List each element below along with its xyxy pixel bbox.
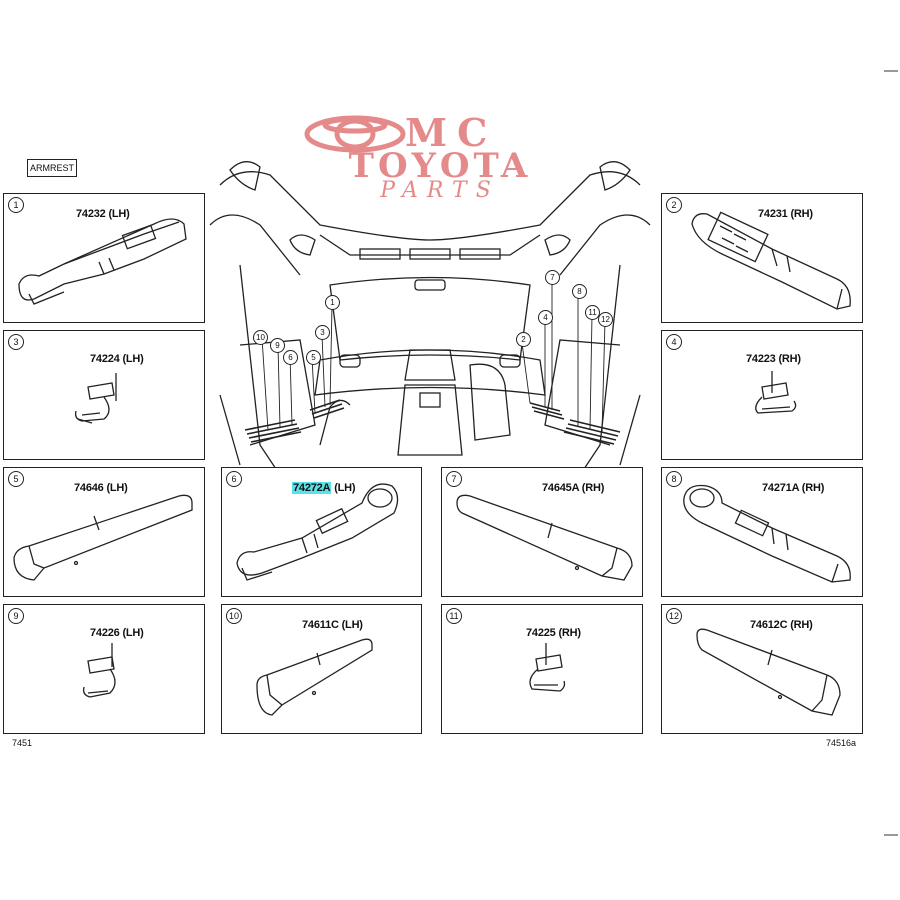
part-number: 74646 (LH) — [74, 482, 128, 494]
trim-panel-lh-icon — [13, 494, 193, 581]
callout-10: 10 — [253, 330, 268, 345]
scroll-marker-bottom — [884, 834, 898, 836]
part-number: 74272A (LH) — [292, 482, 356, 494]
panel-number: 8 — [666, 471, 682, 487]
part-number: 74223 (RH) — [746, 353, 801, 365]
trim-panel-rh-icon — [456, 494, 633, 581]
part-number: 74231 (RH) — [758, 208, 813, 220]
footer-left-code: 7451 — [12, 738, 33, 748]
wire-bracket-rear-rh-icon — [529, 643, 566, 692]
part-number: 74232 (LH) — [76, 208, 130, 220]
part-number: 74224 (LH) — [90, 353, 144, 365]
callout-5: 5 — [306, 350, 321, 365]
armrest-lh-icon — [18, 218, 187, 305]
scroll-marker-top — [884, 70, 898, 72]
panel-5[interactable]: 5 74646 (LH) — [3, 467, 205, 597]
trim-panel-rear-lh-icon — [256, 638, 373, 716]
watermark-sub: PARTS — [380, 178, 500, 203]
part-number: 74226 (LH) — [90, 627, 144, 639]
panel-number: 12 — [666, 608, 682, 624]
panel-number: 5 — [8, 471, 24, 487]
panel-2[interactable]: 2 74231 (RH) — [661, 193, 863, 323]
panel-number: 9 — [8, 608, 24, 624]
callout-3: 3 — [315, 325, 330, 340]
panel-9[interactable]: 9 74226 (LH) — [3, 604, 205, 734]
panel-number: 7 — [446, 471, 462, 487]
armrest-front-rh-icon — [683, 484, 851, 583]
wire-bracket-lh-icon — [74, 373, 117, 424]
callout-8: 8 — [572, 284, 587, 299]
panel-number: 1 — [8, 197, 24, 213]
callout-9: 9 — [270, 338, 285, 353]
panel-11[interactable]: 11 74225 (RH) — [441, 604, 643, 734]
trim-panel-rear-rh-icon — [696, 628, 841, 716]
callout-11: 11 — [585, 305, 600, 320]
panel-number: 4 — [666, 334, 682, 350]
callout-2: 2 — [516, 332, 531, 347]
panel-7[interactable]: 7 74645A (RH) — [441, 467, 643, 597]
part-number: 74612C (RH) — [750, 619, 813, 631]
panel-number: 3 — [8, 334, 24, 350]
callout-1: 1 — [325, 295, 340, 310]
panel-4[interactable]: 4 74223 (RH) — [661, 330, 863, 460]
panel-6[interactable]: 6 74272A (LH) — [221, 467, 422, 597]
wire-bracket-rear-lh-icon — [82, 643, 116, 698]
part-number: 74271A (RH) — [762, 482, 825, 494]
panel-10[interactable]: 10 74611C (LH) — [221, 604, 422, 734]
panel-1[interactable]: 1 74232 (LH) — [3, 193, 205, 323]
panel-number: 6 — [226, 471, 242, 487]
wire-bracket-rh-icon — [755, 371, 797, 414]
part-side: (LH) — [331, 482, 356, 494]
highlighted-part-number[interactable]: 74272A — [292, 482, 332, 494]
part-number: 74225 (RH) — [526, 627, 581, 639]
section-label-text: ARMREST — [29, 163, 74, 173]
watermark-logo — [304, 115, 406, 153]
watermark-mc: MC — [405, 110, 498, 155]
callout-7: 7 — [545, 270, 560, 285]
interior-drawing — [209, 161, 651, 476]
panel-number: 10 — [226, 608, 242, 624]
armrest-rh-icon — [691, 211, 851, 310]
watermark-brand: TOYOTA — [348, 146, 532, 186]
panel-number: 2 — [666, 197, 682, 213]
panel-8[interactable]: 8 74271A (RH) — [661, 467, 863, 597]
panel-12[interactable]: 12 74612C (RH) — [661, 604, 863, 734]
section-label: ARMREST — [27, 159, 77, 177]
callout-4: 4 — [538, 310, 553, 325]
panel-number: 11 — [446, 608, 462, 624]
part-number: 74645A (RH) — [542, 482, 605, 494]
panel-3[interactable]: 3 74224 (LH) — [3, 330, 205, 460]
armrest-front-lh-icon — [236, 483, 399, 581]
footer-right-code: 74516a — [826, 738, 857, 748]
part-number: 74611C (LH) — [302, 619, 363, 631]
callout-6: 6 — [283, 350, 298, 365]
callout-12: 12 — [598, 312, 613, 327]
